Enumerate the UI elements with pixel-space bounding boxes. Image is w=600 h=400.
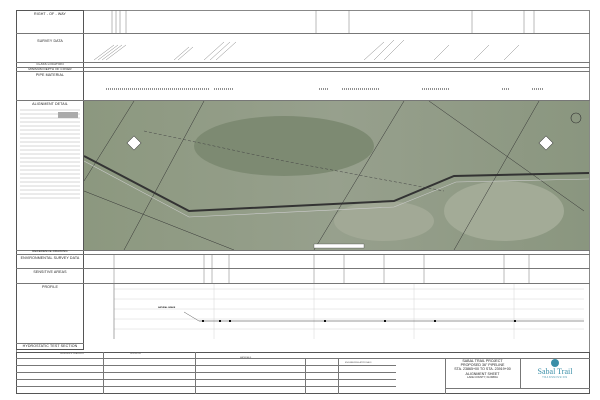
station-marker-icon — [126, 135, 142, 151]
sensitive-area-ticks — [113, 254, 530, 283]
reference-drawings-header: REFERENCE DRAWINGS — [60, 353, 84, 355]
pipeline-title: PROPOSED 36" PIPELINE — [460, 363, 505, 368]
title-block: SABAL TRAIL PROJECT PROPOSED 36" PIPELIN… — [445, 359, 520, 380]
scale-bar — [313, 243, 365, 249]
pipeline-route — [84, 155, 589, 213]
sensitive-areas-label: SENSITIVE AREAS — [33, 270, 67, 274]
natural-grade-label: NATURAL GRADE — [158, 307, 176, 309]
left-panel — [16, 10, 84, 350]
project-title: SABAL TRAIL PROJECT — [462, 359, 503, 363]
station-marker-icon — [538, 135, 554, 151]
min-depth-label: MINIMUM DEPTH OF COVER — [28, 67, 72, 71]
class-location-label: CLASS LOCATION — [36, 62, 64, 66]
logo-icon — [551, 359, 559, 367]
row-strip — [93, 10, 544, 90]
revisions-header: REVISIONS — [130, 353, 141, 355]
county: LAKE COUNTY, FLORIDA — [467, 375, 498, 379]
reference-drawing-label: REFERENCE DRAWING — [32, 249, 68, 253]
aerial-alignment-map — [84, 101, 589, 250]
survey-data-label: SURVEY DATA — [37, 39, 63, 43]
station-range: STA. 23865+00 TO STA. 23919+00 — [454, 367, 511, 372]
pipe-material-label: PIPE MATERIAL — [35, 73, 65, 77]
hydrostatic-label: HYDROSTATIC TEST SECTION — [22, 344, 78, 348]
alignment-legend — [20, 109, 80, 199]
profile-chart — [113, 284, 584, 339]
right-of-way-label: RIGHT - OF - WAY — [34, 12, 66, 16]
sheet-type: ALIGNMENT SHEET — [465, 371, 500, 376]
north-arrow-icon — [570, 112, 582, 124]
engineering-approvals-header: ENGINEERING APPROVALS — [345, 362, 372, 364]
sabal-trail-logo: Sabal Trail TRANSMISSION — [520, 359, 590, 379]
alignment-detail-label: ALIGNMENT DETAIL — [32, 102, 68, 106]
profile-label: PROFILE — [41, 285, 59, 289]
environmental-survey-label: ENVIRONMENTAL SURVEY DATA — [20, 256, 80, 260]
bottom-block — [16, 352, 590, 394]
